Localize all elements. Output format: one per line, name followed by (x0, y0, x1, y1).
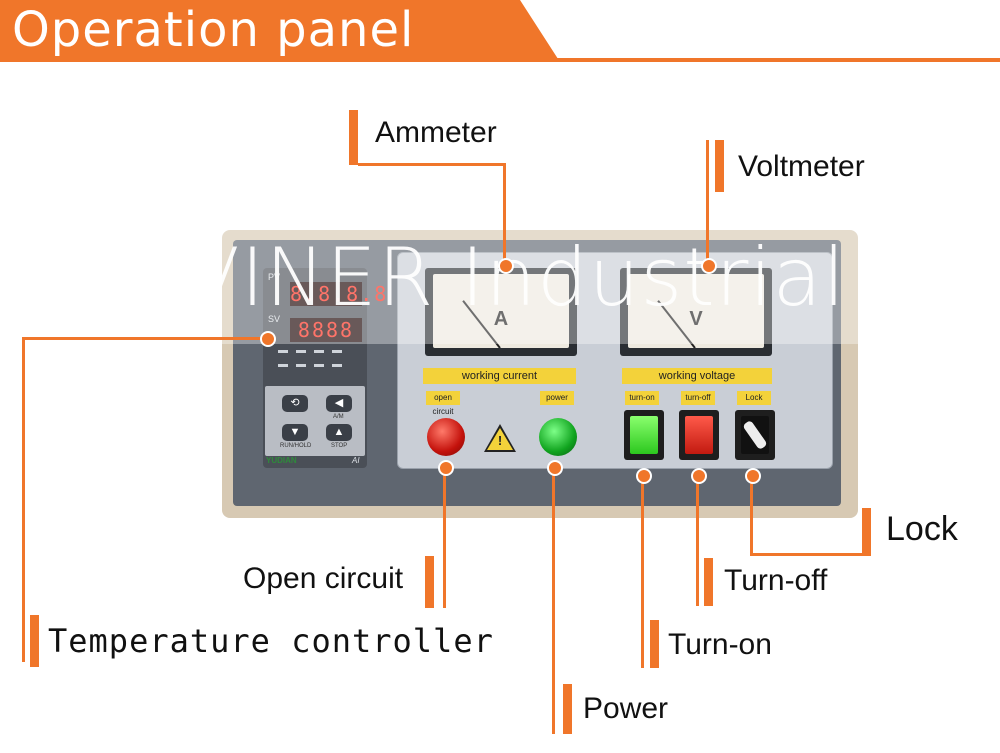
lock-lead-h (750, 553, 865, 556)
working-voltage-strip: working voltage (622, 368, 772, 384)
voltmeter-marker (701, 258, 717, 274)
lock-callout-bar (862, 508, 871, 556)
sv-display: 8888 (290, 318, 362, 342)
open-circuit-tag: open circuit (426, 391, 460, 416)
header-rule (0, 58, 1000, 62)
voltmeter-device: V (620, 268, 772, 356)
turn-on-switch[interactable] (624, 410, 664, 460)
power-lamp (539, 418, 577, 456)
up-key-icon[interactable]: ▲ (326, 424, 352, 441)
turn-off-label: Turn-off (724, 564, 828, 597)
ammeter-face: A (433, 274, 569, 348)
open-circuit-label: Open circuit (243, 562, 404, 595)
voltmeter-lead-v (706, 140, 709, 266)
turn-off-tag: turn-off (681, 391, 715, 405)
power-marker (547, 460, 563, 476)
temperature-controller-label: Temperature controller (48, 622, 494, 660)
voltmeter-callout-bar (715, 140, 724, 192)
temperature-lead-h (22, 337, 268, 340)
open-circuit-callout-bar (425, 556, 434, 608)
turn-off-callout-bar (704, 558, 713, 606)
power-lead-v (552, 468, 555, 734)
temperature-marker (260, 331, 276, 347)
ammeter-lead-h (358, 163, 506, 166)
voltmeter-unit: V (689, 308, 703, 330)
lock-label: Lock (886, 510, 958, 548)
ammeter-unit: A (493, 308, 509, 330)
power-tag: power (540, 391, 574, 405)
ammeter-label: Ammeter (375, 116, 497, 149)
header-banner (0, 0, 560, 62)
controller-brand: YUDIAN (266, 456, 297, 465)
open-circuit-lamp (427, 418, 465, 456)
watermark-band (168, 220, 916, 344)
controller-model: AI (352, 456, 360, 465)
cycle-key-icon[interactable]: ⟲ (282, 395, 308, 412)
turn-on-callout-bar (650, 620, 659, 668)
left-key-icon[interactable]: ◀ (326, 395, 352, 412)
temperature-lead-v (22, 337, 25, 662)
pv-tag: PV (268, 272, 281, 282)
warning-icon-fill (487, 428, 513, 450)
lock-lead-v (750, 476, 753, 556)
voltmeter-label: Voltmeter (738, 150, 865, 183)
ammeter-marker (498, 258, 514, 274)
turn-on-label: Turn-on (668, 628, 772, 661)
watermark-text: VINER Industrial (185, 231, 846, 324)
voltmeter-face: V (628, 274, 764, 348)
ammeter-callout-bar (349, 110, 358, 165)
open-circuit-lead-v (443, 468, 446, 608)
warning-mark: ! (497, 433, 503, 448)
temperature-callout-bar (30, 615, 39, 667)
working-current-strip: working current (423, 368, 576, 384)
turn-off-switch[interactable] (679, 410, 719, 460)
open-circuit-marker (438, 460, 454, 476)
lock-switch[interactable] (735, 410, 775, 460)
page-title: Operation panel (12, 2, 415, 58)
turn-on-lead-v (641, 476, 644, 668)
am-key-label: A/M (333, 414, 344, 420)
turn-off-marker (691, 468, 707, 484)
ammeter-device: A (425, 268, 577, 356)
power-callout-bar (563, 684, 572, 734)
turn-on-marker (636, 468, 652, 484)
lock-marker (745, 468, 761, 484)
power-label: Power (583, 692, 669, 725)
turn-on-tag: turn-on (625, 391, 659, 405)
lock-tag: Lock (737, 391, 771, 405)
turn-off-lead-v (696, 476, 699, 606)
stop-key-label: STOP (331, 443, 348, 449)
sv-tag: SV (268, 314, 281, 324)
indicator-leds (278, 350, 358, 378)
run-hold-key-label: RUN/HOLD (280, 443, 312, 449)
ammeter-lead-v (503, 163, 506, 266)
down-key-icon[interactable]: ▼ (282, 424, 308, 441)
